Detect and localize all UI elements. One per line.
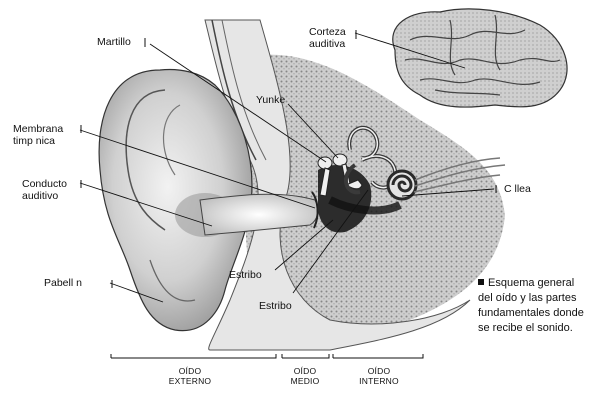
label-estribo-1: Estribo — [229, 269, 262, 281]
label-estribo-2: Estribo — [259, 300, 292, 312]
label-coclea: C llea — [504, 183, 531, 195]
label-corteza-auditiva: Corteza auditiva — [309, 26, 346, 50]
brain-cortex — [393, 9, 567, 107]
label-conducto-auditivo: Conducto auditivo — [22, 178, 67, 202]
caption-text: Esquema general del oído y las partes fu… — [478, 277, 584, 334]
label-pabellon: Pabell n — [44, 277, 82, 289]
caption-bullet — [478, 279, 484, 285]
section-oido-medio: OÍDO MEDIO — [280, 366, 330, 386]
cochlea-spiral — [388, 171, 416, 199]
section-oido-externo: OÍDO EXTERNO — [160, 366, 220, 386]
section-brackets — [111, 354, 423, 358]
section-oido-interno: OÍDO INTERNO — [349, 366, 409, 386]
figure-caption: Esquema general del oído y las partes fu… — [478, 276, 586, 336]
label-martillo: Martillo — [97, 36, 131, 48]
label-membrana-timpanica: Membrana timp nica — [13, 123, 63, 147]
label-yunke: Yunke — [256, 94, 285, 106]
